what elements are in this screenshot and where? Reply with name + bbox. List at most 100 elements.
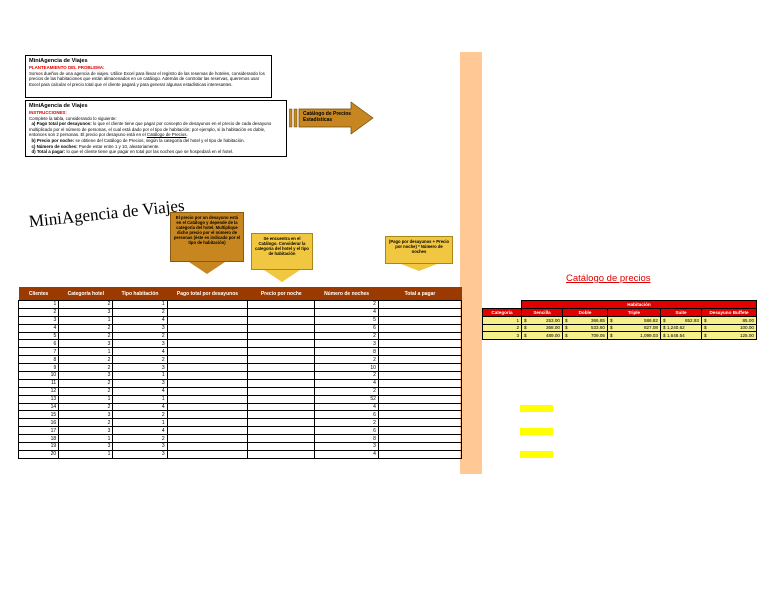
catalog-price-cell[interactable]: $368.00 [521, 323, 563, 332]
table-cell[interactable] [247, 371, 316, 380]
table-cell[interactable]: 10 [17, 371, 60, 380]
table-cell[interactable]: 4 [314, 402, 379, 412]
table-cell[interactable] [247, 386, 316, 396]
table-cell[interactable]: 6 [314, 323, 379, 333]
table-cell[interactable]: 4 [314, 307, 379, 317]
table-cell[interactable] [377, 402, 463, 412]
table-cell[interactable] [166, 300, 249, 309]
table-cell[interactable]: 15 [17, 410, 60, 420]
table-cell[interactable]: 3 [58, 371, 114, 380]
table-cell[interactable]: 3 [314, 442, 379, 451]
table-cell[interactable] [166, 363, 249, 373]
highlight-cell-3[interactable] [520, 451, 553, 458]
table-cell[interactable]: 1 [17, 300, 60, 309]
table-cell[interactable]: 5 [314, 315, 379, 325]
highlight-cell-2[interactable] [520, 428, 553, 435]
table-cell[interactable]: 16 [17, 418, 60, 428]
table-cell[interactable]: 2 [314, 418, 379, 428]
table-cell[interactable] [247, 347, 316, 357]
table-cell[interactable] [166, 418, 249, 428]
table-cell[interactable] [166, 426, 249, 436]
table-cell[interactable]: 2 [112, 307, 168, 317]
table-cell[interactable]: 2 [314, 331, 379, 341]
table-cell[interactable] [247, 315, 316, 325]
catalog-category-cell[interactable]: 1 [482, 316, 522, 325]
catalog-price-cell[interactable]: $489.00 [521, 331, 563, 340]
table-cell[interactable]: 20 [17, 449, 60, 459]
table-cell[interactable]: 2 [58, 300, 114, 309]
table-cell[interactable] [166, 394, 249, 404]
table-cell[interactable]: 2 [314, 300, 379, 309]
table-cell[interactable]: 4 [112, 315, 168, 325]
table-cell[interactable] [166, 434, 249, 444]
catalog-price-cell[interactable]: $366.85 [562, 316, 608, 325]
table-cell[interactable] [377, 418, 463, 428]
catalog-price-cell[interactable]: $ 1,240.62 [660, 323, 702, 332]
table-cell[interactable] [166, 386, 249, 396]
table-cell[interactable] [166, 410, 249, 420]
table-cell[interactable]: 2 [112, 410, 168, 420]
table-cell[interactable] [377, 378, 463, 388]
catalog-price-cell[interactable]: $827.08 [607, 323, 661, 332]
table-cell[interactable]: 3 [17, 315, 60, 325]
table-cell[interactable]: 3 [112, 449, 168, 459]
table-cell[interactable]: 2 [58, 331, 114, 341]
table-cell[interactable]: 19 [17, 442, 60, 451]
table-cell[interactable]: 3 [112, 323, 168, 333]
table-cell[interactable]: 2 [112, 355, 168, 365]
catalog-price-cell[interactable]: $85.00 [701, 316, 757, 325]
table-cell[interactable] [247, 331, 316, 341]
table-cell[interactable] [247, 434, 316, 444]
table-cell[interactable]: 2 [314, 386, 379, 396]
table-cell[interactable] [377, 449, 463, 459]
table-cell[interactable] [247, 355, 316, 365]
table-cell[interactable]: 3 [58, 442, 114, 451]
catalog-price-cell[interactable]: $852.93 [660, 316, 702, 325]
table-cell[interactable] [247, 300, 316, 309]
table-cell[interactable]: 2 [58, 323, 114, 333]
table-cell[interactable] [377, 442, 463, 451]
table-cell[interactable] [377, 371, 463, 380]
table-cell[interactable]: 2 [58, 418, 114, 428]
table-cell[interactable] [166, 347, 249, 357]
catalog-price-cell[interactable]: $709.05 [562, 331, 608, 340]
table-cell[interactable] [377, 355, 463, 365]
table-cell[interactable]: 2 [58, 363, 114, 373]
table-cell[interactable]: 4 [112, 426, 168, 436]
table-cell[interactable]: 52 [314, 394, 379, 404]
table-cell[interactable]: 2 [112, 331, 168, 341]
highlight-cell-1[interactable] [520, 405, 553, 412]
table-cell[interactable] [247, 394, 316, 404]
table-cell[interactable] [247, 418, 316, 428]
catalog-price-cell[interactable]: $ 1,648.54 [660, 331, 702, 340]
table-cell[interactable]: 3 [112, 363, 168, 373]
table-cell[interactable]: 3 [112, 339, 168, 349]
table-cell[interactable]: 9 [17, 363, 60, 373]
table-cell[interactable] [247, 339, 316, 349]
table-cell[interactable]: 1 [112, 394, 168, 404]
table-cell[interactable] [166, 449, 249, 459]
catalog-category-cell[interactable]: 2 [482, 323, 522, 332]
table-cell[interactable]: 1 [58, 347, 114, 357]
table-cell[interactable] [247, 363, 316, 373]
table-cell[interactable] [166, 442, 249, 451]
table-cell[interactable]: 2 [112, 434, 168, 444]
table-cell[interactable] [166, 355, 249, 365]
table-cell[interactable] [247, 442, 316, 451]
table-cell[interactable]: 3 [58, 410, 114, 420]
table-cell[interactable] [166, 307, 249, 317]
table-cell[interactable]: 7 [17, 347, 60, 357]
table-cell[interactable]: 1 [58, 434, 114, 444]
table-cell[interactable]: 4 [314, 449, 379, 459]
table-cell[interactable]: 6 [314, 426, 379, 436]
table-cell[interactable]: 8 [314, 347, 379, 357]
table-cell[interactable] [377, 394, 463, 404]
table-cell[interactable] [166, 315, 249, 325]
table-cell[interactable] [166, 339, 249, 349]
catalog-category-cell[interactable]: 3 [482, 331, 522, 340]
table-cell[interactable] [166, 371, 249, 380]
table-cell[interactable]: 3 [58, 339, 114, 349]
table-cell[interactable]: 2 [314, 355, 379, 365]
table-cell[interactable]: 12 [17, 386, 60, 396]
table-cell[interactable]: 13 [17, 394, 60, 404]
